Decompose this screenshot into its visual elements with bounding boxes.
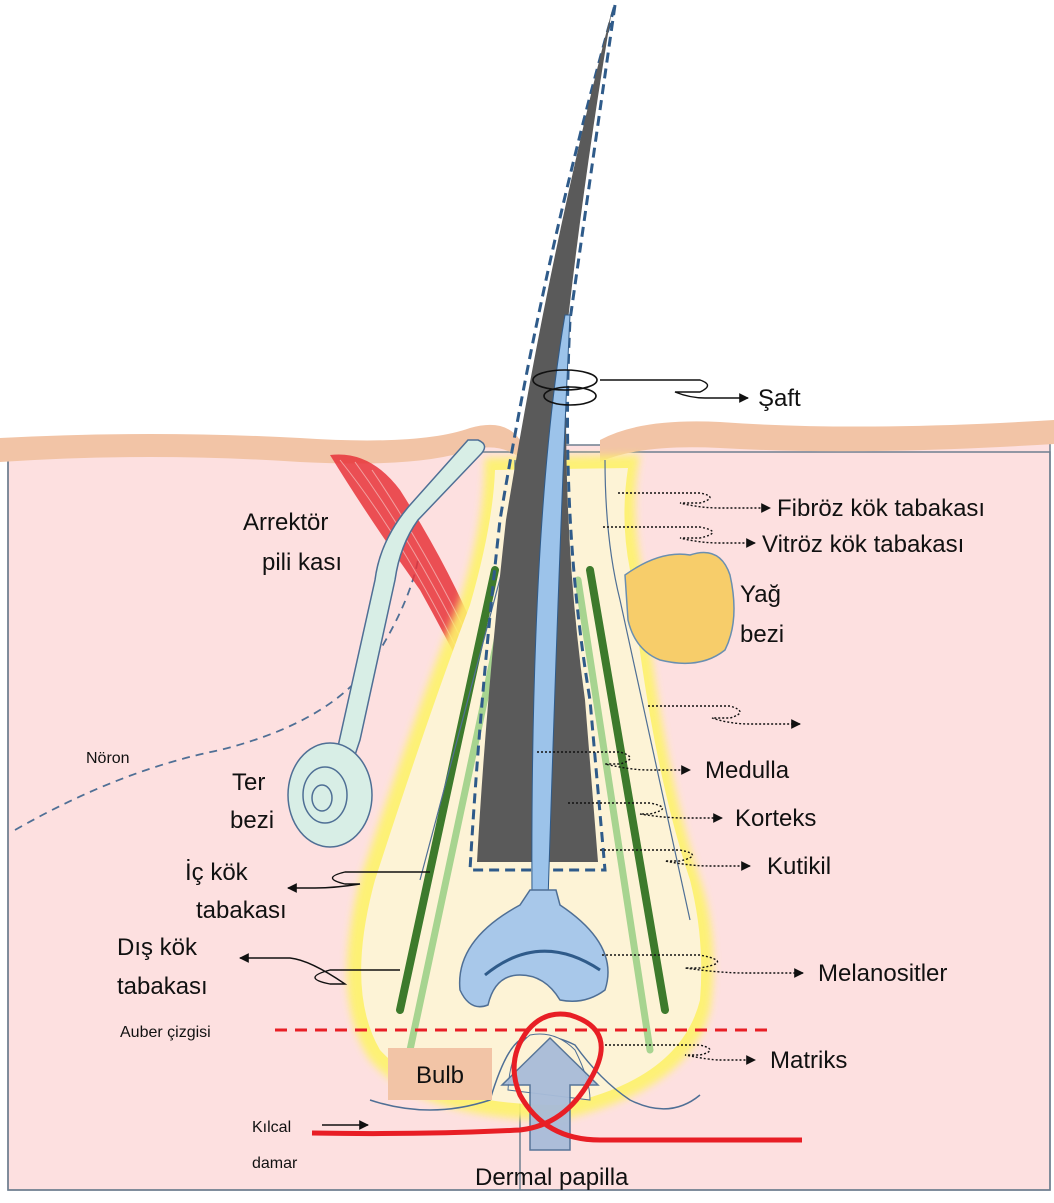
sebaceous-gland (625, 553, 734, 664)
label-melanositler: Melanositler (818, 960, 947, 987)
bulb-label: Bulb (416, 1062, 464, 1089)
label-noron: Nöron (86, 750, 130, 767)
label-yag-2: bezi (740, 621, 784, 648)
label-vitroz: Vitröz kök tabakası (762, 531, 964, 558)
label-kilcal-1: Kılcal (252, 1119, 291, 1136)
label-auber: Auber çizgisi (120, 1024, 211, 1041)
label-arrektor-1: Arrektör (243, 509, 328, 536)
label-kilcal-2: damar (252, 1155, 298, 1172)
label-medulla: Medulla (705, 757, 790, 784)
label-yag-1: Yağ (740, 581, 781, 608)
label-matriks: Matriks (770, 1047, 847, 1074)
label-dis-kok-2: tabakası (117, 973, 208, 1000)
label-ter-1: Ter (232, 769, 265, 796)
label-dis-kok-1: Dış kök (117, 934, 198, 961)
label-fibroz: Fibröz kök tabakası (777, 495, 985, 522)
label-kutikil: Kutikil (767, 853, 831, 880)
label-ic-kok-2: tabakası (196, 897, 287, 924)
label-ter-2: bezi (230, 807, 274, 834)
label-saft: Şaft (758, 385, 801, 412)
label-ic-kok-1: İç kök (185, 859, 249, 886)
label-arrektor-2: pili kası (262, 549, 342, 576)
label-korteks: Korteks (735, 805, 816, 832)
label-dermal-papilla: Dermal papilla (475, 1164, 629, 1191)
saft-leader (600, 380, 748, 398)
